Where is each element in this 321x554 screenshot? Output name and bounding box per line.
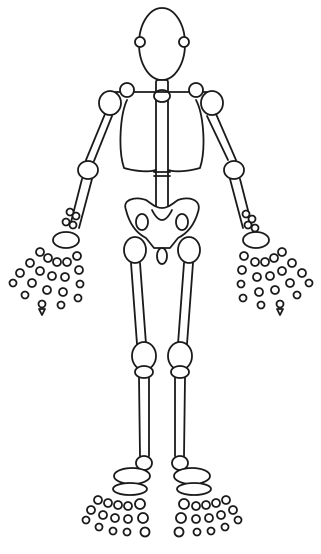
right-palm: [243, 232, 269, 248]
right-tarsal: [177, 483, 211, 495]
left-humerus-b: [94, 116, 112, 161]
right-foot: [174, 468, 242, 537]
spine: [154, 80, 170, 210]
right-humerus-a: [207, 116, 228, 160]
right-kneecap: [171, 366, 189, 378]
right-fibula: [184, 378, 185, 456]
left-hand-fingers: [10, 248, 84, 315]
left-big-toe: [135, 499, 150, 537]
right-elbow: [224, 161, 244, 179]
right-femur-a: [178, 263, 184, 344]
right-wrist: [243, 211, 259, 232]
left-heel: [114, 468, 150, 484]
right-femur-b: [187, 263, 193, 344]
left-thumb: [73, 252, 84, 302]
left-obturator: [136, 214, 148, 230]
skull: [139, 8, 185, 80]
left-toe-1: [83, 496, 103, 524]
left-elbow: [78, 161, 98, 179]
right-obturator: [176, 214, 188, 230]
right-shoulder-joint: [189, 83, 203, 97]
right-big-toe: [175, 499, 190, 537]
left-leg: [131, 263, 156, 470]
left-humerus-a: [86, 114, 105, 160]
left-hip-joint: [124, 237, 146, 263]
right-leg: [168, 263, 193, 470]
left-femur-b: [140, 263, 146, 344]
right-toe-4: [222, 496, 242, 524]
left-shoulder-joint: [120, 83, 134, 97]
right-thumb: [238, 252, 249, 302]
left-shoulder-ball: [99, 91, 121, 115]
left-tarsal: [113, 483, 147, 495]
left-palm: [53, 232, 79, 248]
right-shoulder-ball: [201, 91, 223, 115]
left-ear-joint: [135, 37, 145, 47]
left-toe-4: [124, 502, 133, 536]
left-foot: [83, 468, 151, 537]
left-tibia: [139, 378, 140, 456]
coccyx: [157, 248, 167, 264]
head: [135, 8, 189, 80]
right-heel: [174, 468, 210, 484]
left-femur-a: [131, 263, 137, 344]
left-arm: [53, 91, 121, 248]
right-arm: [201, 91, 269, 248]
left-kneecap: [135, 366, 153, 378]
right-humerus-b: [216, 114, 236, 160]
right-toe-1: [192, 502, 201, 536]
right-ear-joint: [179, 37, 189, 47]
right-hand-fingers: [238, 248, 313, 315]
right-hip-joint: [178, 237, 200, 263]
